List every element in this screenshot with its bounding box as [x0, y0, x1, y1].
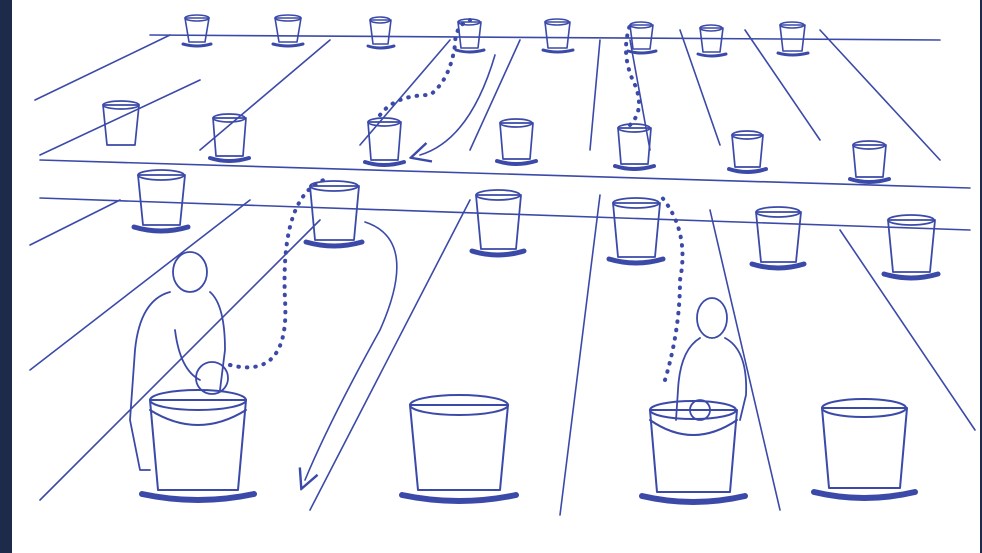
bucket — [606, 197, 666, 266]
bucket — [727, 130, 768, 174]
bucket — [541, 18, 575, 54]
person-right — [675, 297, 748, 421]
bucket — [613, 123, 656, 171]
bucket — [208, 113, 251, 163]
bucket — [399, 394, 519, 504]
direction-arrows — [305, 54, 496, 480]
buckets-back-row — [181, 14, 810, 58]
bucket — [366, 16, 396, 50]
buckets-foreground — [139, 389, 918, 505]
field-row-lines — [29, 29, 976, 516]
dotted-paths — [228, 18, 685, 382]
bucket — [626, 21, 658, 55]
bucket — [139, 389, 257, 503]
bucket — [776, 21, 810, 57]
person-left — [129, 251, 229, 471]
bucket — [811, 398, 918, 501]
right-border — [980, 0, 982, 553]
left-border — [0, 0, 12, 553]
bucket — [696, 24, 728, 58]
arrow-curve-icon — [420, 54, 496, 155]
bucket — [131, 169, 191, 234]
bucket — [639, 400, 748, 505]
buckets-front-middle-row — [131, 169, 941, 281]
bucket — [469, 189, 527, 258]
bucket — [848, 140, 891, 184]
bucket — [363, 117, 406, 167]
bucket — [303, 180, 365, 249]
bucket — [102, 100, 140, 146]
bucket — [454, 18, 486, 54]
arrow-down-icon — [305, 221, 398, 480]
bucket — [749, 206, 807, 271]
bucket — [495, 118, 538, 166]
buckets-middle-row — [102, 100, 891, 184]
bucket — [271, 14, 305, 48]
bucket — [881, 214, 941, 281]
bucket — [181, 14, 213, 48]
